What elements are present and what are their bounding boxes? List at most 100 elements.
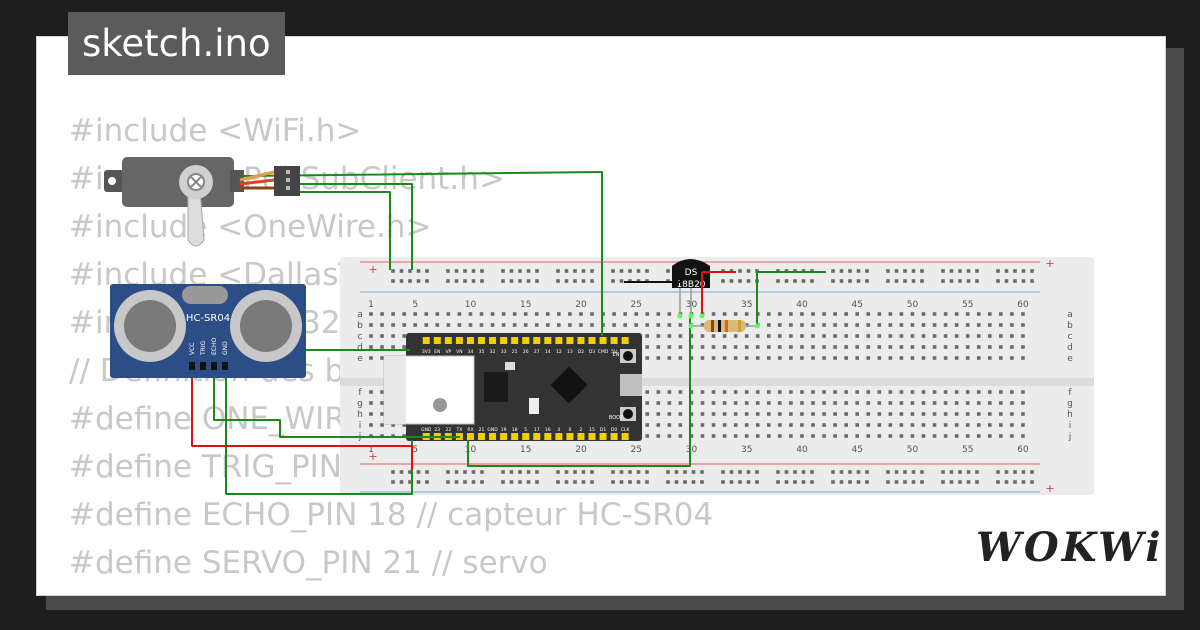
grid-hole[interactable] — [1010, 334, 1014, 338]
rail-hole[interactable] — [721, 480, 725, 484]
rail-hole[interactable] — [391, 269, 395, 273]
grid-hole[interactable] — [866, 423, 871, 427]
grid-hole[interactable] — [932, 412, 937, 416]
rail-hole[interactable] — [920, 279, 924, 283]
grid-hole[interactable] — [656, 401, 661, 405]
grid-hole[interactable] — [523, 312, 528, 316]
grid-hole[interactable] — [899, 312, 904, 316]
rail-hole[interactable] — [683, 480, 687, 484]
grid-hole[interactable] — [1021, 312, 1025, 316]
grid-hole[interactable] — [689, 356, 694, 360]
rail-hole[interactable] — [1013, 470, 1017, 474]
rail-hole[interactable] — [526, 470, 531, 474]
grid-hole[interactable] — [811, 423, 815, 427]
grid-hole[interactable] — [722, 312, 727, 316]
rail-hole[interactable] — [446, 480, 450, 484]
grid-hole[interactable] — [800, 434, 804, 438]
grid-hole[interactable] — [844, 434, 848, 438]
rail-hole[interactable] — [839, 470, 844, 474]
grid-hole[interactable] — [999, 323, 1003, 327]
grid-hole[interactable] — [711, 434, 716, 438]
grid-hole[interactable] — [778, 401, 782, 405]
rail-hole[interactable] — [975, 269, 979, 273]
rail-hole[interactable] — [564, 480, 569, 484]
grid-hole[interactable] — [789, 390, 793, 394]
grid-hole[interactable] — [943, 390, 948, 394]
rail-hole[interactable] — [1030, 269, 1034, 273]
grid-hole[interactable] — [590, 312, 594, 316]
grid-hole[interactable] — [965, 412, 970, 416]
grid-hole[interactable] — [899, 390, 904, 394]
rail-hole[interactable] — [941, 279, 945, 283]
grid-hole[interactable] — [733, 345, 738, 349]
grid-hole[interactable] — [943, 412, 948, 416]
grid-hole[interactable] — [733, 412, 738, 416]
grid-hole[interactable] — [833, 323, 837, 327]
grid-hole[interactable] — [976, 401, 981, 405]
grid-hole[interactable] — [965, 312, 970, 316]
grid-hole[interactable] — [722, 423, 727, 427]
hc-sr04-pin[interactable] — [222, 362, 228, 370]
grid-hole[interactable] — [733, 434, 738, 438]
rail-hole[interactable] — [590, 279, 594, 283]
grid-hole[interactable] — [667, 312, 672, 316]
grid-hole[interactable] — [954, 312, 959, 316]
grid-hole[interactable] — [999, 412, 1003, 416]
grid-hole[interactable] — [877, 356, 882, 360]
grid-hole[interactable] — [899, 423, 904, 427]
rail-hole[interactable] — [810, 480, 814, 484]
grid-hole[interactable] — [678, 356, 683, 360]
grid-hole[interactable] — [976, 390, 981, 394]
rail-hole[interactable] — [471, 269, 476, 273]
grid-hole[interactable] — [557, 312, 561, 316]
grid-hole[interactable] — [822, 434, 826, 438]
rail-hole[interactable] — [958, 279, 962, 283]
rail-hole[interactable] — [573, 269, 577, 273]
grid-hole[interactable] — [822, 312, 826, 316]
grid-hole[interactable] — [700, 334, 705, 338]
grid-hole[interactable] — [369, 312, 373, 316]
header-pin[interactable] — [566, 433, 574, 440]
rail-hole[interactable] — [509, 269, 514, 273]
grid-hole[interactable] — [722, 434, 727, 438]
grid-hole[interactable] — [932, 434, 937, 438]
rail-hole[interactable] — [966, 470, 971, 474]
rail-hole[interactable] — [581, 279, 586, 283]
rail-hole[interactable] — [1021, 279, 1026, 283]
rail-hole[interactable] — [949, 480, 954, 484]
grid-hole[interactable] — [689, 412, 694, 416]
grid-hole[interactable] — [800, 323, 804, 327]
grid-hole[interactable] — [899, 434, 904, 438]
grid-hole[interactable] — [888, 423, 893, 427]
grid-hole[interactable] — [877, 434, 882, 438]
grid-hole[interactable] — [744, 423, 749, 427]
rail-hole[interactable] — [958, 269, 962, 273]
rail-hole[interactable] — [784, 470, 789, 474]
grid-hole[interactable] — [700, 434, 705, 438]
grid-hole[interactable] — [954, 412, 959, 416]
rail-hole[interactable] — [1004, 480, 1009, 484]
grid-hole[interactable] — [744, 334, 749, 338]
grid-hole[interactable] — [1010, 345, 1014, 349]
grid-hole[interactable] — [634, 312, 638, 316]
grid-hole[interactable] — [822, 356, 826, 360]
rail-hole[interactable] — [581, 269, 586, 273]
usb-port[interactable] — [620, 374, 642, 396]
grid-hole[interactable] — [954, 345, 959, 349]
grid-hole[interactable] — [579, 323, 583, 327]
grid-hole[interactable] — [976, 356, 981, 360]
rail-hole[interactable] — [784, 279, 789, 283]
grid-hole[interactable] — [910, 412, 915, 416]
grid-hole[interactable] — [822, 401, 826, 405]
rail-hole[interactable] — [446, 279, 450, 283]
grid-hole[interactable] — [700, 401, 705, 405]
rail-hole[interactable] — [746, 279, 751, 283]
rail-hole[interactable] — [856, 470, 861, 474]
grid-hole[interactable] — [789, 434, 793, 438]
rail-hole[interactable] — [425, 470, 429, 474]
hc-sr04-pin[interactable] — [189, 362, 195, 370]
grid-hole[interactable] — [369, 345, 373, 349]
grid-hole[interactable] — [711, 401, 716, 405]
rail-hole[interactable] — [839, 269, 844, 273]
rail-hole[interactable] — [856, 480, 861, 484]
